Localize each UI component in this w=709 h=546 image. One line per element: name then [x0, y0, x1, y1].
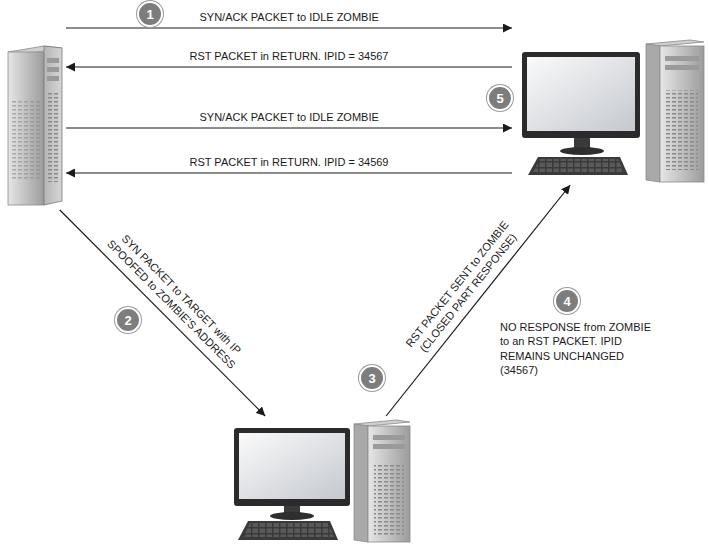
callout-circle: 4 [554, 288, 580, 314]
edge-label: RST PACKET in RETURN. IPID = 34567 [188, 50, 391, 64]
packet-arrow [66, 66, 512, 67]
packet-arrow [66, 27, 512, 28]
edge-label: SYN PACKET to TARGET with IP SPOOFED to … [96, 219, 257, 380]
packet-arrow [66, 127, 512, 128]
packet-arrow [386, 185, 570, 416]
callout-number: 4 [563, 295, 570, 308]
attacker-tower [8, 46, 62, 205]
callout-number: 1 [146, 8, 153, 21]
attacker-computer [4, 12, 66, 210]
callout-number: 5 [496, 92, 503, 105]
callout-circle: 1 [137, 1, 163, 27]
packet-arrow [60, 210, 265, 416]
callout-circle: 2 [115, 307, 141, 333]
packet-arrow [66, 172, 512, 173]
step-note: NO RESPONSE from ZOMBIE to an RST PACKET… [500, 320, 660, 377]
zombie-computer [522, 40, 704, 182]
zombie-computer [512, 12, 706, 185]
callout-number: 2 [124, 314, 131, 327]
edge-label: SYN/ACK PACKET to IDLE ZOMBIE [198, 11, 381, 25]
callout-circle: 3 [359, 365, 385, 391]
callout-circle: 5 [487, 85, 513, 111]
callout-number: 3 [368, 372, 375, 385]
edge-label: RST PACKET SENT to ZOMBIE (CLOSED PART R… [398, 212, 528, 365]
edge-label: RST PACKET in RETURN. IPID = 34569 [188, 156, 391, 170]
target-computer [234, 420, 410, 542]
target-computer [228, 416, 414, 544]
edge-label: SYN/ACK PACKET to IDLE ZOMBIE [198, 111, 381, 125]
